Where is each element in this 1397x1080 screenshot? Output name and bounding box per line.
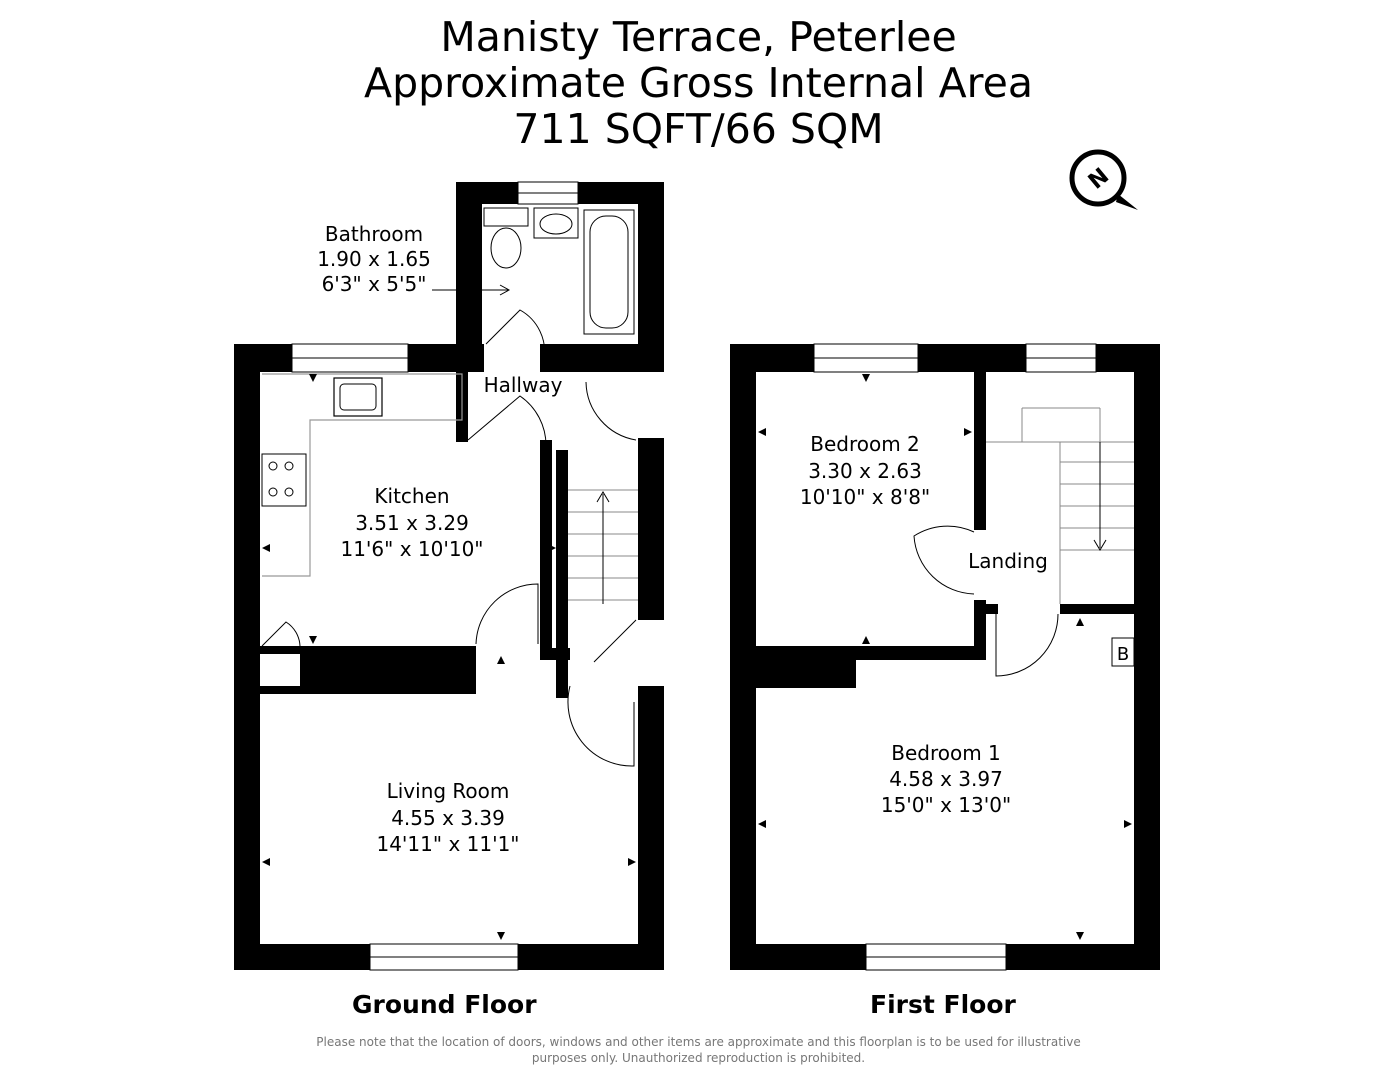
boiler-label: B bbox=[1117, 644, 1129, 665]
living-room-metric: 4.55 x 3.39 bbox=[391, 806, 505, 830]
bedroom1-metric: 4.58 x 3.97 bbox=[889, 767, 1003, 791]
bathroom-name: Bathroom bbox=[325, 222, 423, 246]
bedroom2-imperial: 10'10" x 8'8" bbox=[800, 485, 930, 509]
bedroom2-metric: 3.30 x 2.63 bbox=[808, 459, 922, 483]
first-floor-plan: B Bedroom 2 3.30 x 2.63 10'10" x 8'8" La… bbox=[730, 343, 1160, 971]
ground-floor-plan: Bathroom 1.90 x 1.65 6'3" x 5'5" Hallway… bbox=[234, 181, 664, 971]
living-room-name: Living Room bbox=[387, 779, 510, 803]
title-area-caption: Approximate Gross Internal Area bbox=[364, 59, 1033, 107]
first-floor-label: First Floor bbox=[870, 990, 1016, 1019]
kitchen-name: Kitchen bbox=[374, 484, 449, 508]
living-room-imperial: 14'11" x 11'1" bbox=[376, 832, 519, 856]
bathroom-imperial: 6'3" x 5'5" bbox=[322, 272, 427, 296]
bedroom1-imperial: 15'0" x 13'0" bbox=[881, 793, 1011, 817]
compass-icon: N bbox=[1069, 149, 1138, 210]
landing-name: Landing bbox=[968, 549, 1048, 573]
ground-floor-label: Ground Floor bbox=[352, 990, 537, 1019]
disclaimer-line1: Please note that the location of doors, … bbox=[316, 1035, 1081, 1049]
hallway-name: Hallway bbox=[484, 373, 563, 397]
kitchen-imperial: 11'6" x 10'10" bbox=[340, 537, 483, 561]
kitchen-metric: 3.51 x 3.29 bbox=[355, 511, 469, 535]
title-area-value: 711 SQFT/66 SQM bbox=[513, 105, 884, 153]
bedroom2-name: Bedroom 2 bbox=[810, 432, 920, 456]
title-address: Manisty Terrace, Peterlee bbox=[440, 13, 957, 61]
bathroom-metric: 1.90 x 1.65 bbox=[317, 247, 431, 271]
plan-title: Manisty Terrace, Peterlee Approximate Gr… bbox=[0, 14, 1397, 152]
bedroom1-name: Bedroom 1 bbox=[891, 741, 1001, 765]
disclaimer: Please note that the location of doors, … bbox=[0, 1034, 1397, 1066]
disclaimer-line2: purposes only. Unauthorized reproduction… bbox=[531, 1051, 866, 1065]
